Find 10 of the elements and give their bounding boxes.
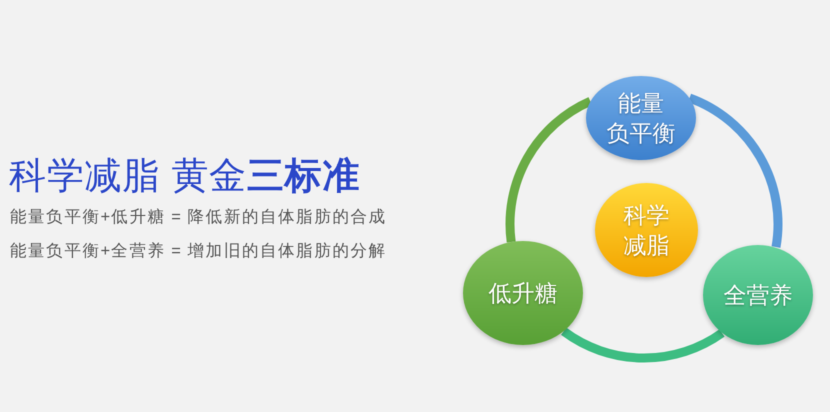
formula-text: 能量负平衡+低升糖 = 降低新的自体脂肪的合成: [10, 208, 387, 228]
topic-circle: 低升糖: [463, 241, 583, 345]
formula-text: 能量负平衡+全营养 = 增加旧的自体脂肪的分解: [10, 242, 387, 262]
topic-circle: 全营养: [703, 245, 813, 345]
topic-circle: 能量负平衡: [586, 76, 696, 160]
ring-arc: [506, 97, 592, 242]
title: 科学减脂 黄金三标准: [9, 154, 360, 198]
ring-arc: [561, 328, 724, 362]
core-circle: 科学减脂: [595, 183, 698, 277]
ring-arc: [688, 94, 782, 248]
